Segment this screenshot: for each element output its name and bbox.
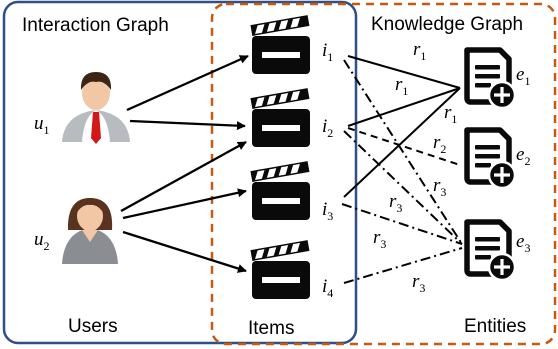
node-label-u2: u2 <box>34 229 50 253</box>
interaction-edges <box>120 54 249 273</box>
node-label-i2: i2 <box>322 116 333 140</box>
edge-i3-e1 <box>343 87 461 198</box>
edge-u2-i3 <box>122 188 247 220</box>
knowledge-edges <box>341 55 463 284</box>
edge-i2-e3 <box>343 130 463 245</box>
relation-label: r3 <box>433 175 446 199</box>
knowledge-graph-panel <box>210 2 557 346</box>
relation-label: r1 <box>413 39 426 63</box>
edge-u1-i2 <box>129 119 246 131</box>
node-label-e1: e1 <box>516 64 530 88</box>
node-label-e3: e3 <box>516 231 530 255</box>
relation-label: r1 <box>395 74 408 98</box>
edge-u1-i1 <box>126 54 249 112</box>
node-label-i3: i3 <box>322 199 333 223</box>
clapperboard-icon <box>250 161 310 220</box>
relation-label: r2 <box>433 132 446 156</box>
clapperboard-icon <box>250 88 310 147</box>
relation-label: r3 <box>412 271 425 295</box>
male-user-icon <box>62 72 130 144</box>
edge-u2-i4 <box>122 230 247 273</box>
document-plus-icon <box>467 222 515 280</box>
users-caption: Users <box>68 316 118 337</box>
relation-label: r3 <box>389 191 402 215</box>
items-caption: Items <box>248 318 294 339</box>
relation-label: r3 <box>373 227 386 251</box>
clapperboard-icon <box>250 240 310 299</box>
edge-i2-e2 <box>347 127 461 166</box>
clapperboard-icon <box>250 15 310 74</box>
female-user-icon <box>62 198 118 264</box>
interaction-graph-panel <box>2 0 358 345</box>
edge-u2-i2 <box>120 140 247 213</box>
document-plus-icon <box>467 130 515 188</box>
edge-i3-e3 <box>341 203 463 245</box>
edge-i2-e1 <box>347 87 461 127</box>
node-label-u1: u1 <box>34 113 50 137</box>
relation-label: r1 <box>444 102 457 126</box>
document-plus-icon <box>467 50 515 108</box>
edge-i1-e1 <box>347 55 461 89</box>
edge-i1-e3 <box>343 59 463 245</box>
interaction-graph-title: Interaction Graph <box>22 15 169 36</box>
knowledge-graph-title: Knowledge Graph <box>371 14 523 35</box>
node-label-e2: e2 <box>516 144 530 168</box>
node-label-i1: i1 <box>322 40 333 64</box>
node-label-i4: i4 <box>322 276 333 300</box>
edge-i4-e3 <box>343 247 463 284</box>
entities-caption: Entities <box>464 316 526 337</box>
